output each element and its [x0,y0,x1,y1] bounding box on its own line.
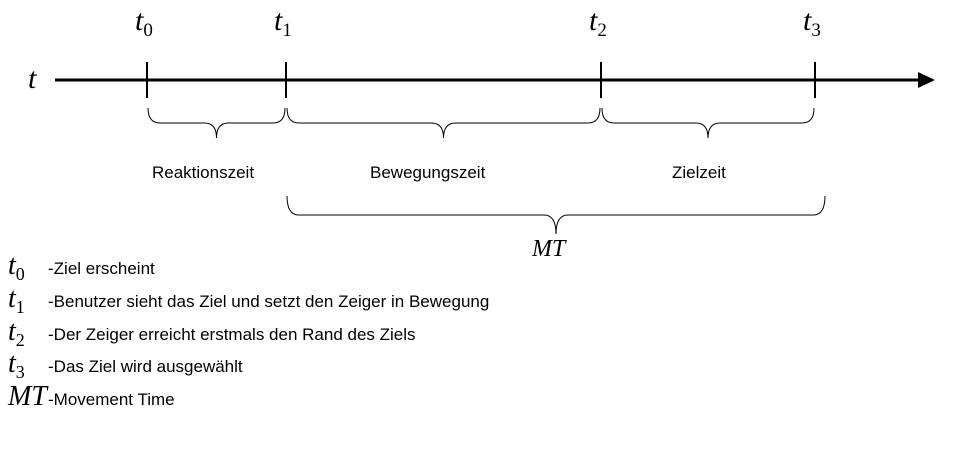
legend-symbol: t1 [8,283,25,317]
brace-zielzeit [601,107,815,139]
axis-label: t [28,62,37,95]
axis-arrowhead [918,72,935,88]
phase-reaktionszeit: Reaktionszeit [152,163,255,182]
legend-item: MT-Movement Time [8,381,175,416]
legend-text: -Das Ziel wird ausgewählt [48,357,243,376]
legend-symbol: t3 [8,348,25,382]
tick-label-t2: t2 [589,4,607,41]
tick-label-t0: t0 [135,4,153,41]
mt-label: MT [532,236,566,262]
legend-symbol: MT [8,381,47,412]
brace-bewegungszeit [286,107,601,139]
brace-movement-time [286,195,826,235]
legend-text: -Der Zeiger erreicht erstmals den Rand d… [48,325,416,344]
legend-symbol: t0 [8,250,25,284]
legend-item: t0 -Ziel erscheint [8,250,155,285]
legend-text: -Benutzer sieht das Ziel und setzt den Z… [48,292,490,311]
phase-zielzeit: Zielzeit [672,163,726,182]
tick-label-t1: t1 [274,4,292,41]
legend-item: t1 -Benutzer sieht das Ziel und setzt den… [8,283,489,318]
legend-symbol: t2 [8,316,25,350]
tick-label-t3: t3 [803,4,821,41]
brace-reaktionszeit [147,107,286,139]
legend-text: -Movement Time [48,390,175,409]
phase-bewegungszeit: Bewegungszeit [370,163,486,182]
legend-item: t3 -Das Ziel wird ausgewählt [8,348,243,383]
legend-text: -Ziel erscheint [48,259,155,278]
legend-item: t2 -Der Zeiger erreicht erstmals den Rand… [8,316,416,351]
